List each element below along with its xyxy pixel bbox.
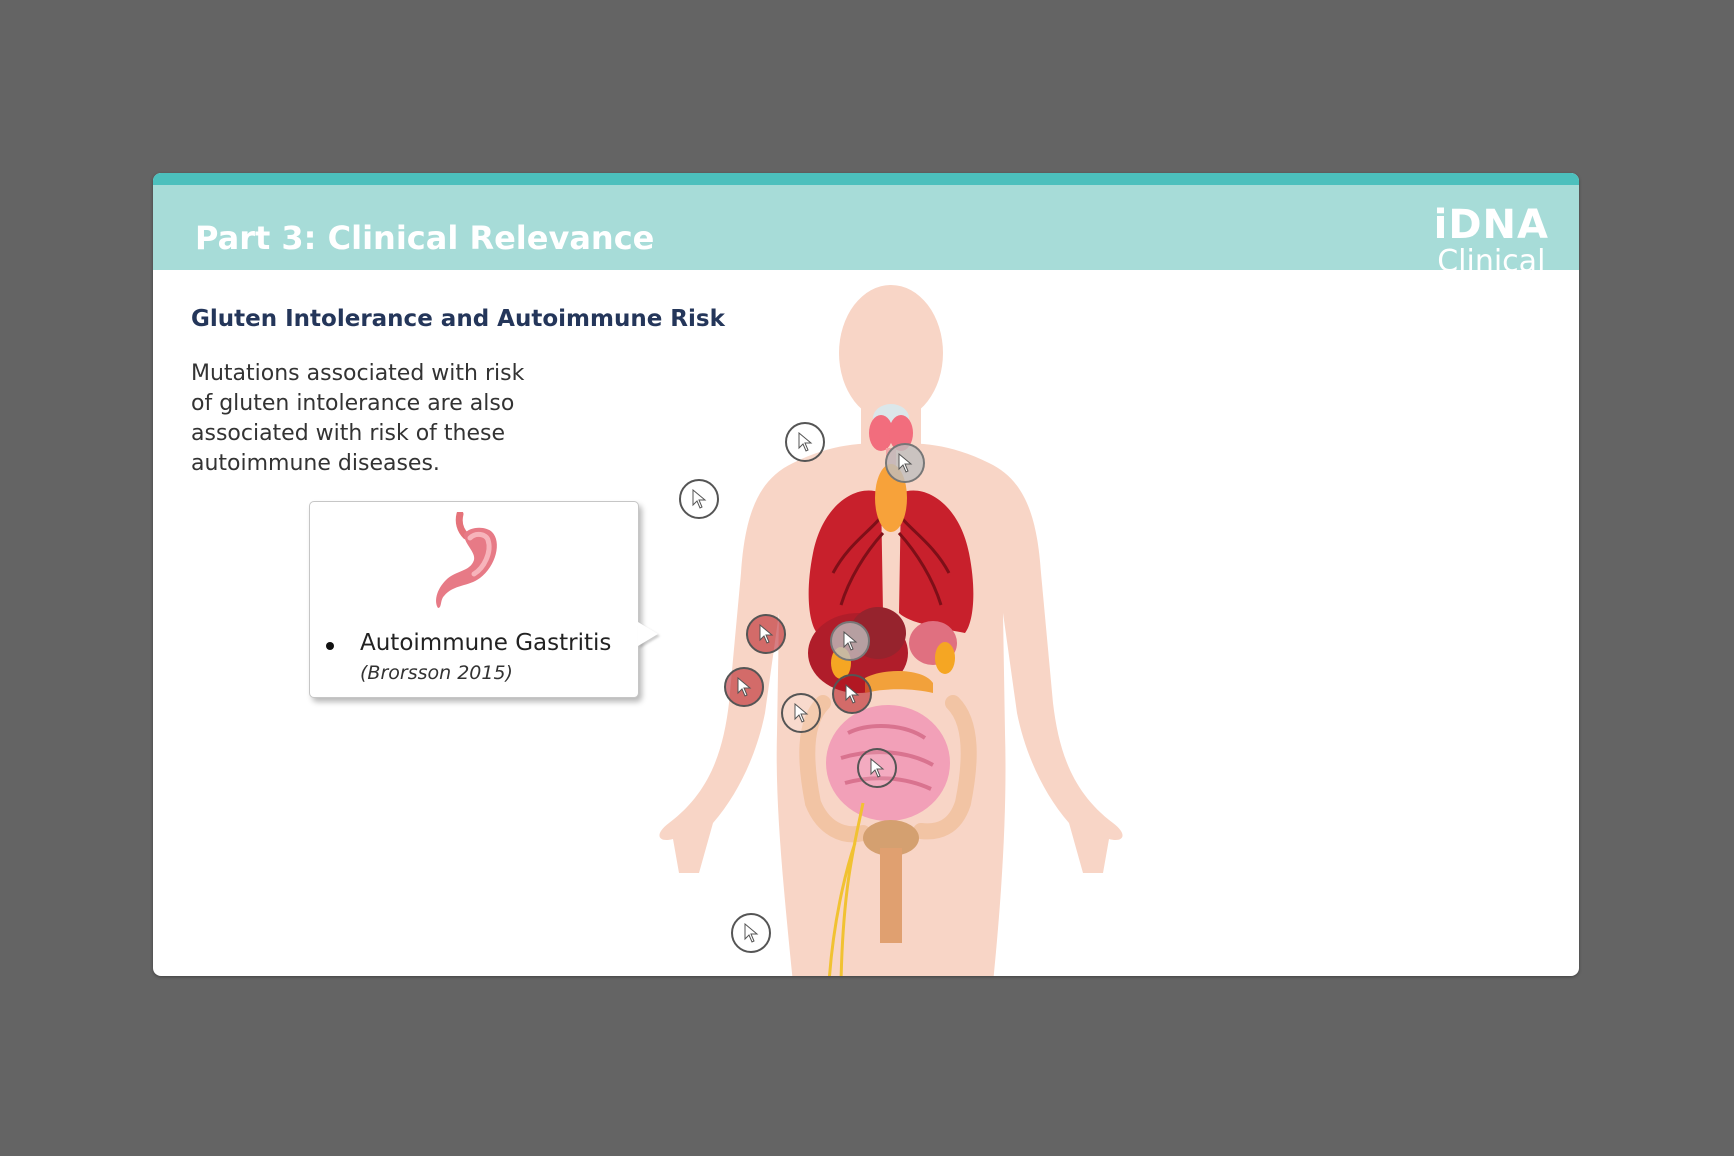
left-lung: [808, 490, 883, 633]
list-item: Autoimmune Gastritis: [324, 630, 611, 656]
hotspot-liver[interactable]: [746, 614, 786, 654]
logo-bottom-text: Clinical: [1437, 244, 1546, 279]
logo-top-text: iDNA: [1433, 202, 1549, 248]
intro-text: Mutations associated with risk of gluten…: [191, 361, 525, 476]
stomach-icon: [436, 512, 497, 608]
page-title: Part 3: Clinical Relevance: [195, 219, 655, 257]
nerve-lines: [828, 802, 865, 976]
section-title: Gluten Intolerance and Autoimmune Risk: [191, 306, 725, 332]
cursor-icon: [744, 923, 759, 943]
disease-callout: Autoimmune Gastritis (Brorsson 2015): [309, 501, 658, 698]
slide-panel: Part 3: Clinical Relevance iDNA Clinical…: [153, 173, 1579, 976]
cursor-icon: [737, 677, 752, 697]
hotspot-spleen[interactable]: [832, 674, 872, 714]
hotspot-nerve[interactable]: [731, 913, 771, 953]
hotspot-right-shoulder[interactable]: [885, 443, 925, 483]
hotspot-pancreas[interactable]: [781, 693, 821, 733]
cursor-icon: [692, 489, 707, 509]
right-lung: [899, 490, 974, 633]
citation: (Brorsson 2015): [360, 662, 513, 684]
cursor-icon: [845, 684, 860, 704]
idna-clinical-logo: iDNA Clinical: [1434, 205, 1549, 277]
hotspot-intestine[interactable]: [857, 748, 897, 788]
human-body-diagram: [659, 285, 1123, 976]
cursor-icon: [794, 703, 809, 723]
hotspot-gallbladder[interactable]: [724, 667, 764, 707]
cursor-icon: [759, 624, 774, 644]
callout-tail: [638, 622, 658, 646]
cursor-icon: [898, 453, 913, 473]
hotspot-left-arm[interactable]: [679, 479, 719, 519]
cursor-icon: [798, 432, 813, 452]
header-bar: Part 3: Clinical Relevance iDNA Clinical: [153, 173, 1579, 277]
disease-list: Autoimmune Gastritis: [324, 630, 611, 656]
thyroid-organ: [869, 404, 913, 451]
cursor-icon: [870, 758, 885, 778]
hotspot-stomach[interactable]: [830, 621, 870, 661]
hotspot-thyroid[interactable]: [785, 422, 825, 462]
cursor-icon: [843, 631, 858, 651]
